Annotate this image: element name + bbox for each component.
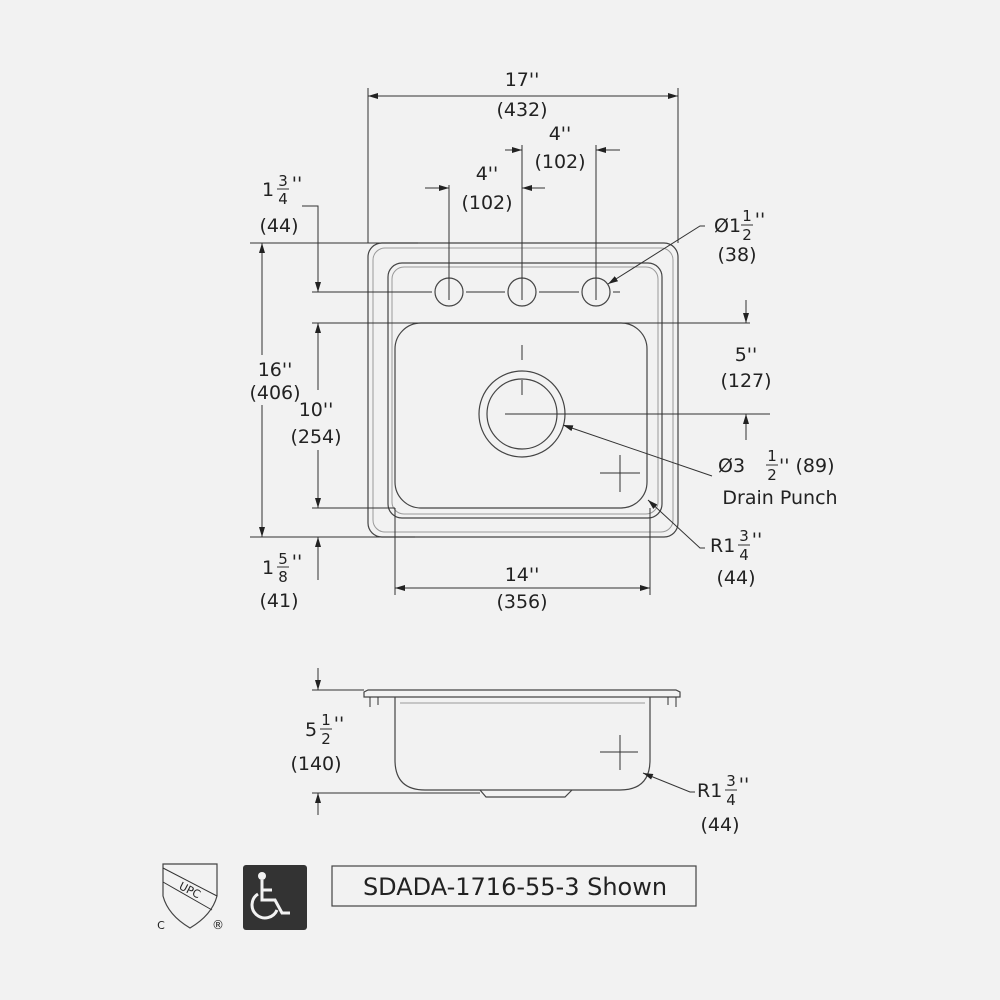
bowl <box>394 322 648 509</box>
slope-cross-mark <box>600 455 640 492</box>
rim-to-holes-den: 4 <box>278 190 288 208</box>
side-view: 5 1 2 '' (140) R1 3 4 '' (44) <box>290 668 749 836</box>
hole-spacing-upper: 4'' <box>549 123 572 145</box>
upc-text: UPC <box>177 880 203 902</box>
bowl-height-num: 1 <box>321 711 331 729</box>
model-label-box: SDADA-1716-55-3 Shown <box>331 865 697 907</box>
corner-radius-num: 3 <box>739 527 749 545</box>
deck <box>387 262 663 519</box>
drain-offset-dim: 5'' <box>735 344 758 366</box>
drain-num: 1 <box>767 447 777 465</box>
bowl-width-dim-metric: (356) <box>496 591 547 613</box>
faucet-hole-suffix: '' <box>755 209 765 231</box>
top-view: 17'' (432) 4'' (102) 4'' (102) 1 3 4 '' … <box>249 69 837 613</box>
drain-offset-dim-metric: (127) <box>720 370 771 392</box>
side-rim <box>363 689 681 698</box>
depth-dim-metric: (406) <box>249 382 300 404</box>
bowl-width-dim: 14'' <box>505 564 540 586</box>
front-rim-suffix: '' <box>292 551 302 573</box>
drain-den: 2 <box>767 466 777 484</box>
front-rim-metric: (41) <box>259 590 298 612</box>
bowl-height-den: 2 <box>321 730 331 748</box>
faucet-hole-metric: (38) <box>717 244 756 266</box>
side-drain <box>479 789 573 798</box>
upc-c: C <box>157 919 165 932</box>
width-dim-metric: (432) <box>496 99 547 121</box>
corner-radius-prefix: R1 <box>710 535 735 557</box>
corner-radius-den: 4 <box>739 546 749 564</box>
hole-spacing-lower-metric: (102) <box>461 192 512 214</box>
bowl-depth-dim: 10'' <box>299 399 334 421</box>
front-rim-den: 8 <box>278 568 288 586</box>
outer-rim <box>367 242 679 538</box>
side-radius-prefix: R1 <box>697 780 722 802</box>
side-radius-den: 4 <box>726 791 736 809</box>
side-bowl <box>394 697 651 791</box>
hole-spacing-lower: 4'' <box>476 163 499 185</box>
drain-suffix: '' (89) <box>779 455 835 477</box>
wheelchair-icon <box>243 865 307 930</box>
front-rim-num: 5 <box>278 550 288 568</box>
faucet-hole-den: 2 <box>742 226 752 244</box>
side-radius-metric: (44) <box>700 814 739 836</box>
bowl-depth-dim-metric: (254) <box>290 426 341 448</box>
bowl-height-whole: 5 <box>305 719 317 741</box>
drain-center-mark <box>505 345 540 415</box>
side-radius-num: 3 <box>726 772 736 790</box>
drain-prefix: Ø3 <box>718 455 745 477</box>
rim-to-holes-metric: (44) <box>259 215 298 237</box>
upc-logo: UPC C ® <box>157 863 224 932</box>
rim-to-holes-whole: 1 <box>262 179 274 201</box>
corner-radius-metric: (44) <box>716 567 755 589</box>
side-radius-suffix: '' <box>739 774 749 796</box>
outer-rim-inner-edge <box>372 247 674 533</box>
side-cross-mark <box>600 735 638 770</box>
rim-to-holes-num: 3 <box>278 172 288 190</box>
hole-spacing-upper-metric: (102) <box>534 151 585 173</box>
model-label: SDADA-1716-55-3 Shown <box>363 873 667 901</box>
bowl-height-metric: (140) <box>290 753 341 775</box>
corner-radius-suffix: '' <box>752 529 762 551</box>
bowl-height-suffix: '' <box>334 713 344 735</box>
depth-dim: 16'' <box>258 359 293 381</box>
faucet-hole-prefix: Ø1 <box>714 215 741 237</box>
rim-to-holes-suffix: '' <box>292 173 302 195</box>
deck-inner <box>391 266 659 515</box>
upc-registered: ® <box>212 918 224 932</box>
width-dim: 17'' <box>505 69 540 91</box>
drain-punch-label: Drain Punch <box>722 487 837 509</box>
faucet-hole-num: 1 <box>742 207 752 225</box>
front-rim-whole: 1 <box>262 557 274 579</box>
